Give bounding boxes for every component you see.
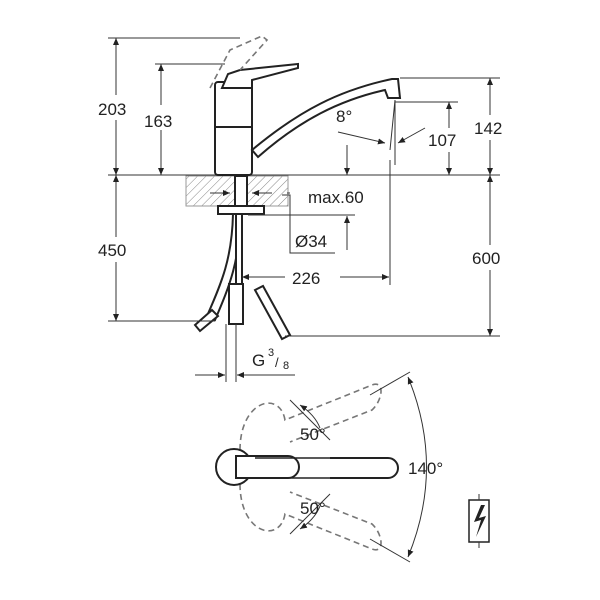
dim-reach: 226 [292,269,320,288]
dim-hole-diameter: Ø34 [295,232,327,251]
thread-den: 8 [283,360,289,372]
thread-g: G [252,351,265,370]
faucet-body [209,35,402,176]
dim-spout-clearance: 107 [428,131,456,150]
hoses [193,175,292,341]
angle-upper: 50° [300,425,326,444]
dim-hose-left: 450 [98,241,126,260]
dim-hose-right: 600 [472,249,500,268]
dim-spout-height: 142 [474,119,502,138]
dim-max-thickness: max.60 [308,188,364,207]
side-view: 203 163 142 107 8° max.60 Ø34 226 [98,35,502,382]
angle-spray: 8° [336,107,352,126]
angle-total: 140° [408,459,443,478]
dim-total-height: 203 [98,100,126,119]
angle-lower: 50° [300,499,326,518]
dim-lever-height: 163 [144,112,172,131]
high-pressure-lightning-icon [468,494,490,548]
top-view: 50° 50° 140° [215,371,443,563]
connection-thread-label: G 3 / 8 [252,347,289,372]
thread-num: 3 [268,347,274,359]
svg-text:/: / [275,355,279,370]
